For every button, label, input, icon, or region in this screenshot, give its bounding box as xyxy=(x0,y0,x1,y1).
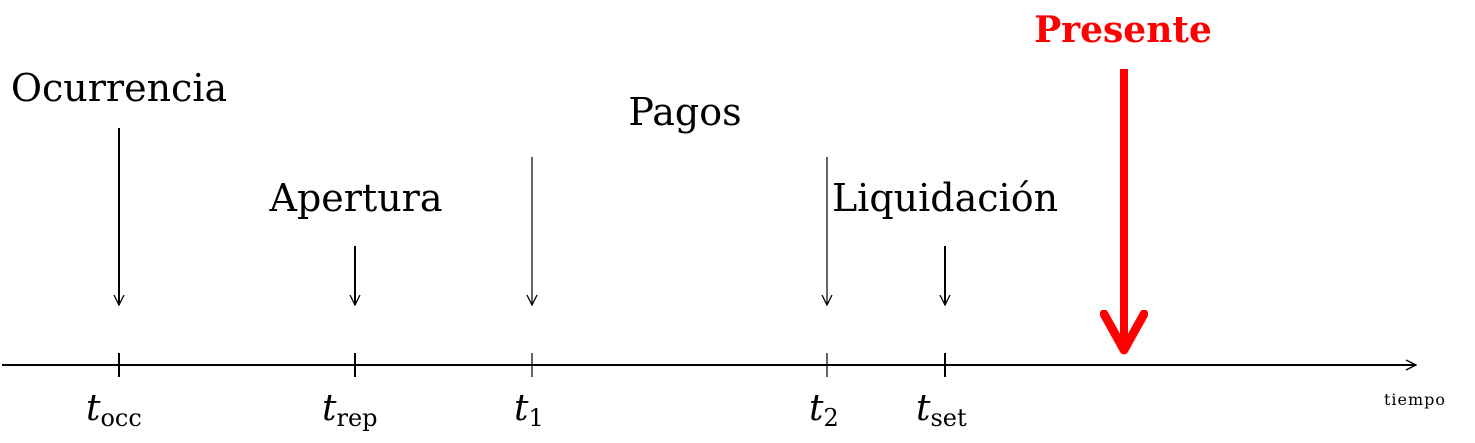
present-label: Presente xyxy=(1034,9,1212,51)
tick-label-1: t1 xyxy=(514,388,544,432)
label-liquidacion: Liquidación xyxy=(832,176,1058,220)
tick-label-occ: tocc xyxy=(86,388,142,432)
label-ocurrencia: Ocurrencia xyxy=(11,66,227,110)
label-pagos: Pagos xyxy=(628,90,741,134)
tick-label-set: tset xyxy=(916,388,967,432)
label-apertura: Apertura xyxy=(269,176,443,220)
tick-label-2: t2 xyxy=(809,388,839,432)
tick-label-rep: trep xyxy=(322,388,378,432)
axis-label: tiempo xyxy=(1384,390,1446,409)
